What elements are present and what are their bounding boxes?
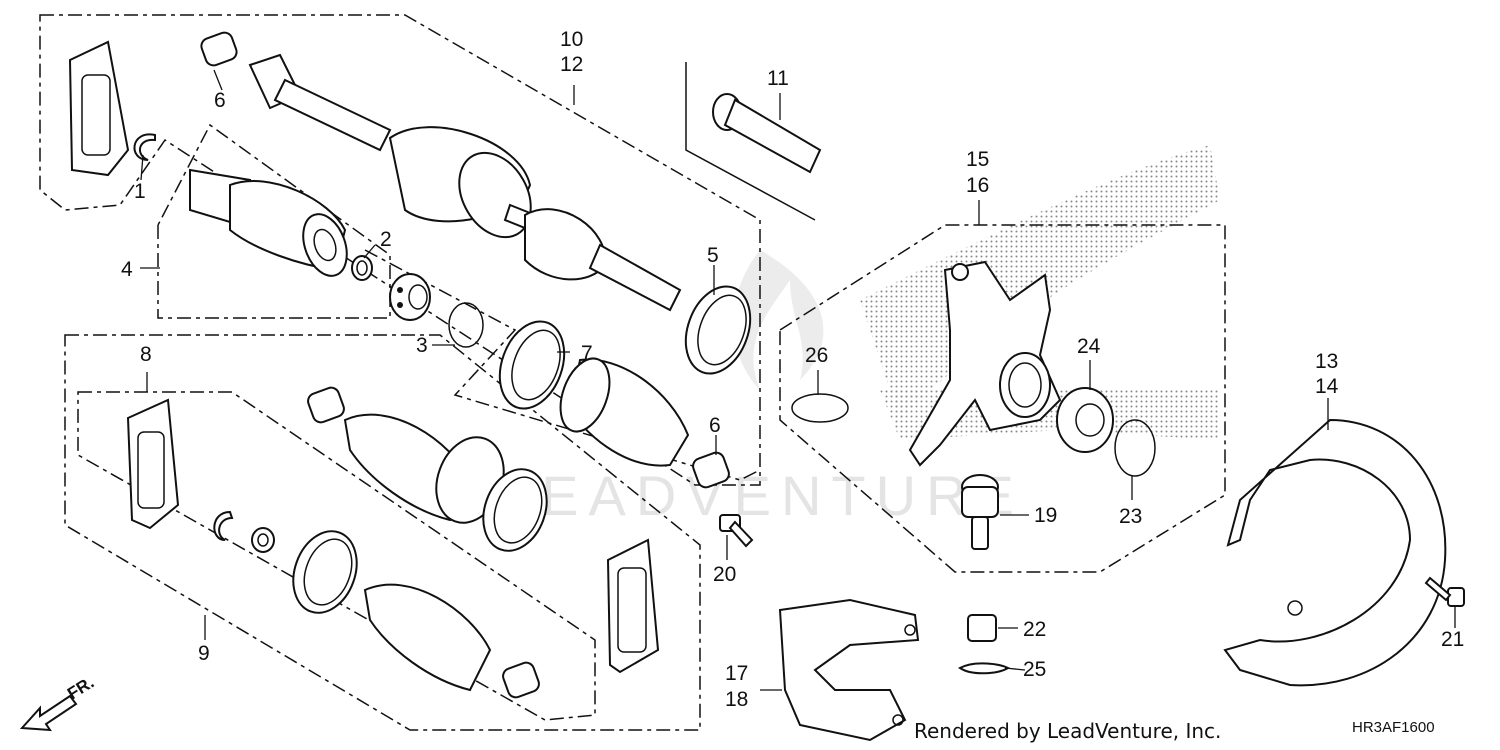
callout-24: 24 — [1077, 335, 1101, 358]
watermark: LEADVENTURE — [500, 250, 1024, 527]
callout-10: 10 — [560, 28, 583, 51]
callout-17: 17 — [725, 662, 748, 685]
pin-frame — [685, 62, 816, 221]
inner-joint — [189, 168, 348, 277]
callout-3: 3 — [416, 334, 428, 357]
group-box-inner-joint — [157, 123, 391, 319]
ball-joint — [961, 474, 999, 550]
watermark-text: LEADVENTURE — [500, 464, 1024, 527]
callout-26: 26 — [805, 344, 828, 367]
bearing-cage — [389, 273, 431, 321]
instruction-sheet-upper — [68, 40, 130, 177]
band-7 — [498, 320, 566, 410]
callout-14: 14 — [1315, 375, 1339, 398]
snap-ring-3 — [448, 302, 484, 348]
band-5 — [684, 285, 752, 375]
boot-lower-b — [292, 530, 540, 699]
group-box-half-shaft — [39, 14, 761, 486]
callout-12: 12 — [560, 53, 583, 76]
bearing-24 — [1056, 387, 1114, 453]
callout-6-upper: 6 — [214, 89, 226, 112]
callout-22: 22 — [1023, 618, 1046, 641]
callout-25: 25 — [1023, 658, 1046, 681]
callout-13: 13 — [1315, 350, 1338, 373]
callout-8: 8 — [140, 343, 152, 366]
castle-nut — [967, 614, 997, 642]
cotter-pin — [958, 662, 1011, 675]
callout-23: 23 — [1119, 505, 1142, 528]
diagram-code: HR3AF1600 — [1352, 719, 1435, 736]
clamp-6-upper — [200, 31, 238, 67]
drive-shaft — [248, 53, 682, 312]
rendered-by-credit: Rendered by LeadVenture, Inc. — [914, 719, 1221, 743]
callout-4: 4 — [121, 258, 133, 281]
instruction-sheet-lower-right — [606, 538, 660, 674]
callout-6-lower: 6 — [709, 414, 721, 437]
bolt-20 — [719, 514, 754, 548]
callout-7: 7 — [581, 342, 593, 365]
leader-lines — [140, 69, 1456, 691]
callout-19: 19 — [1034, 504, 1057, 527]
group-box-boot-kit-8 — [77, 391, 596, 721]
callout-1: 1 — [134, 180, 146, 203]
circlip-2 — [351, 255, 373, 281]
callout-9: 9 — [198, 642, 210, 665]
boot-upper — [559, 357, 690, 467]
callout-20: 20 — [713, 563, 736, 586]
callout-11: 11 — [767, 67, 789, 90]
clamp-6-lower — [692, 451, 730, 489]
callout-21: 21 — [1441, 628, 1464, 651]
group-box-boot-kit — [64, 334, 701, 731]
knuckle — [908, 260, 1062, 467]
callout-15: 15 — [966, 148, 989, 171]
ring-23 — [1114, 419, 1156, 477]
bolt-21 — [1424, 576, 1465, 607]
instruction-sheet-lower-left — [126, 398, 180, 530]
king-pin — [712, 93, 822, 174]
group-box-knuckle — [779, 224, 1226, 573]
lower-clips — [213, 510, 275, 553]
front-arrow-icon — [19, 694, 78, 732]
callout-2: 2 — [380, 228, 392, 251]
disc-cover — [1223, 418, 1447, 687]
callout-18: 18 — [725, 688, 748, 711]
front-direction-indicator: FR. — [19, 673, 97, 732]
boot-lower-a — [307, 386, 548, 552]
bracket — [778, 598, 920, 742]
callout-labels: 1 2 3 4 5 6 6 7 8 9 10 12 11 13 14 15 16… — [121, 28, 1464, 711]
ring-26 — [791, 393, 849, 423]
callout-5: 5 — [707, 244, 719, 267]
callout-16: 16 — [966, 174, 989, 197]
snap-ring-1 — [133, 133, 156, 161]
